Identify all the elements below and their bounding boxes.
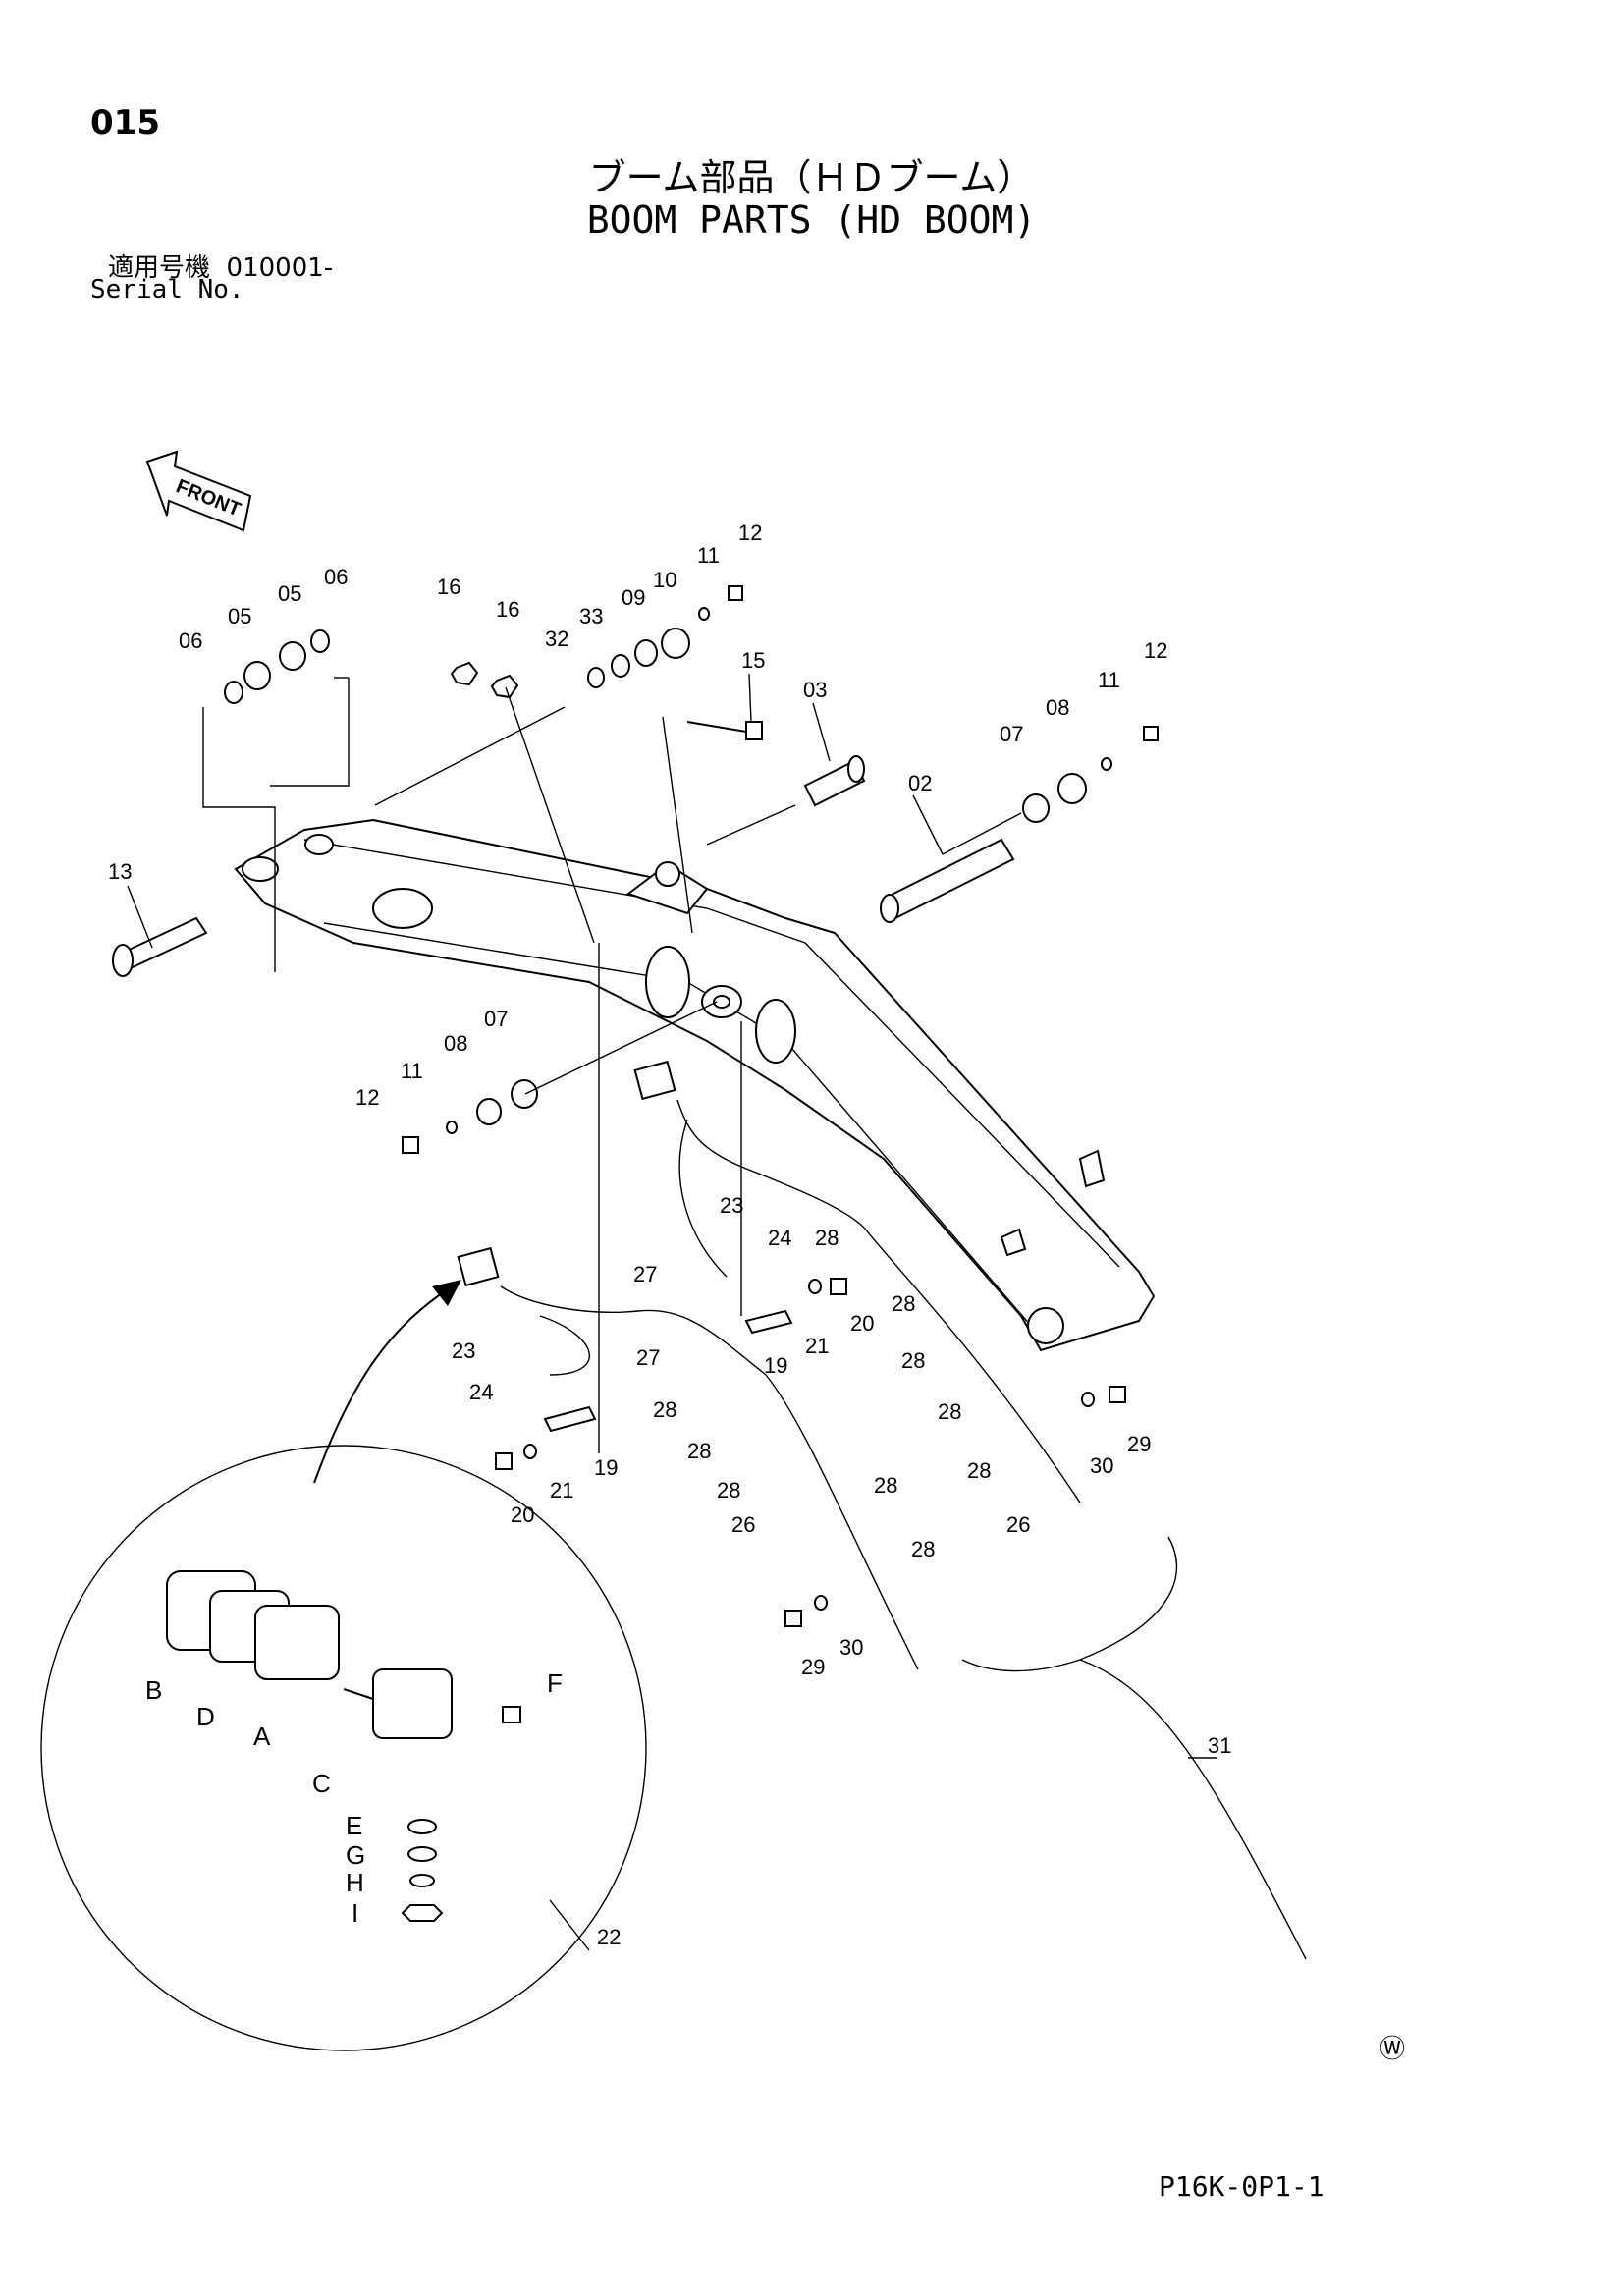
bolts-20-21: [495, 1278, 1126, 1627]
callout-27b: 27: [636, 1345, 660, 1370]
washers-top-left: [224, 629, 330, 704]
serial-value: 010001-: [226, 253, 334, 283]
callout-12c: 12: [355, 1085, 379, 1110]
callout-28j: 28: [911, 1537, 935, 1561]
callout-05b: 05: [278, 581, 301, 606]
callout-27a: 27: [633, 1262, 657, 1286]
callout-24a: 24: [768, 1226, 791, 1250]
callout-10: 10: [653, 568, 676, 592]
callout-23a: 23: [720, 1193, 743, 1218]
callout-24b: 24: [469, 1380, 493, 1404]
callout-15: 15: [741, 648, 765, 673]
bolt-15: [686, 721, 763, 740]
callout-12a: 12: [738, 520, 762, 545]
callout-21a: 21: [805, 1334, 829, 1358]
callout-12b: 12: [1144, 638, 1167, 663]
callout-labels: 02 03 05 05 06 06 07 07 08 08 09 10 11 1…: [108, 520, 1231, 1951]
callout-11a: 11: [697, 543, 720, 568]
callout-28d: 28: [938, 1399, 961, 1424]
callout-06b: 06: [324, 565, 348, 589]
detail-letter-a: A: [253, 1722, 271, 1751]
work-light-lower: [457, 1227, 1081, 1670]
page-number: 015: [90, 103, 160, 142]
detail-letter-f: F: [547, 1668, 563, 1698]
callout-28e: 28: [967, 1458, 991, 1483]
detail-letter-g: G: [346, 1840, 365, 1870]
harness-31: [961, 1536, 1307, 1960]
washers-left: [402, 1079, 538, 1154]
detail-letter-h: H: [346, 1868, 364, 1897]
callout-28a: 28: [815, 1226, 839, 1250]
pin-02: [880, 838, 1015, 923]
callout-26a: 26: [731, 1512, 755, 1537]
callout-13: 13: [108, 859, 132, 884]
detail-letter-e: E: [346, 1811, 362, 1840]
callout-28b: 28: [892, 1291, 915, 1316]
callout-33: 33: [579, 604, 603, 629]
callout-02: 02: [908, 771, 932, 795]
callout-05a: 05: [228, 604, 251, 629]
callout-07b: 07: [484, 1007, 508, 1031]
callout-30a: 30: [1090, 1453, 1113, 1478]
detail-letter-d: D: [196, 1702, 215, 1731]
callout-19a: 19: [764, 1353, 787, 1378]
callout-21b: 21: [550, 1478, 573, 1503]
serial-label-japanese: 適用号機 010001-: [108, 247, 333, 284]
callout-leaders: [127, 673, 1217, 1951]
callout-19b: 19: [594, 1455, 618, 1480]
callout-28i: 28: [874, 1473, 897, 1498]
nuts-16: [450, 661, 519, 699]
callout-28g: 28: [687, 1439, 711, 1463]
callout-03: 03: [803, 678, 827, 702]
detail-letters: A B C D E F G H I: [145, 1668, 563, 1928]
pin-13: [112, 916, 208, 977]
callout-26b: 26: [1006, 1512, 1030, 1537]
callout-29b: 29: [801, 1655, 825, 1679]
page-title-japanese: ブーム部品（ＨＤブーム）: [588, 156, 1035, 199]
callout-31: 31: [1208, 1733, 1231, 1758]
front-arrow-icon: FRONT: [145, 450, 252, 532]
callout-20a: 20: [850, 1311, 874, 1336]
callout-06a: 06: [179, 629, 202, 653]
callout-09: 09: [622, 585, 645, 610]
work-light-upper: [633, 1060, 865, 1278]
callout-30b: 30: [839, 1635, 863, 1660]
serial-label-ja-text: 適用号機: [108, 253, 211, 283]
detail-letter-b: B: [145, 1675, 162, 1705]
callout-28f: 28: [653, 1397, 676, 1422]
pin-03: [803, 755, 866, 807]
callout-23b: 23: [452, 1339, 475, 1363]
callout-32: 32: [545, 627, 568, 651]
callout-16b: 16: [496, 597, 519, 622]
watermark-w: Ⓦ: [1380, 2035, 1405, 2064]
detail-circle: [40, 1280, 647, 2051]
callout-11b: 11: [1098, 668, 1120, 692]
callout-20b: 20: [511, 1503, 534, 1527]
detail-letter-c: C: [312, 1769, 331, 1798]
callout-22: 22: [597, 1925, 621, 1949]
leader-lines: [202, 677, 1022, 1453]
callout-08a: 08: [1046, 695, 1069, 720]
boom-body: [234, 818, 1156, 1352]
callout-16a: 16: [437, 574, 460, 599]
callout-28c: 28: [901, 1348, 925, 1373]
washers-top-center: [587, 585, 743, 688]
callout-29a: 29: [1127, 1432, 1151, 1456]
serial-label-english: Serial No.: [90, 275, 244, 304]
callout-08b: 08: [444, 1031, 467, 1056]
detail-letter-i: I: [352, 1898, 358, 1928]
page-title-english: BOOM PARTS (HD BOOM): [586, 198, 1037, 242]
callout-11c: 11: [401, 1059, 423, 1083]
brackets-19: [543, 1309, 793, 1433]
drawing-code: P16K-0P1-1: [1159, 2170, 1325, 2203]
callout-07a: 07: [1000, 722, 1023, 746]
washers-right: [1022, 726, 1159, 823]
callout-28h: 28: [717, 1478, 740, 1503]
